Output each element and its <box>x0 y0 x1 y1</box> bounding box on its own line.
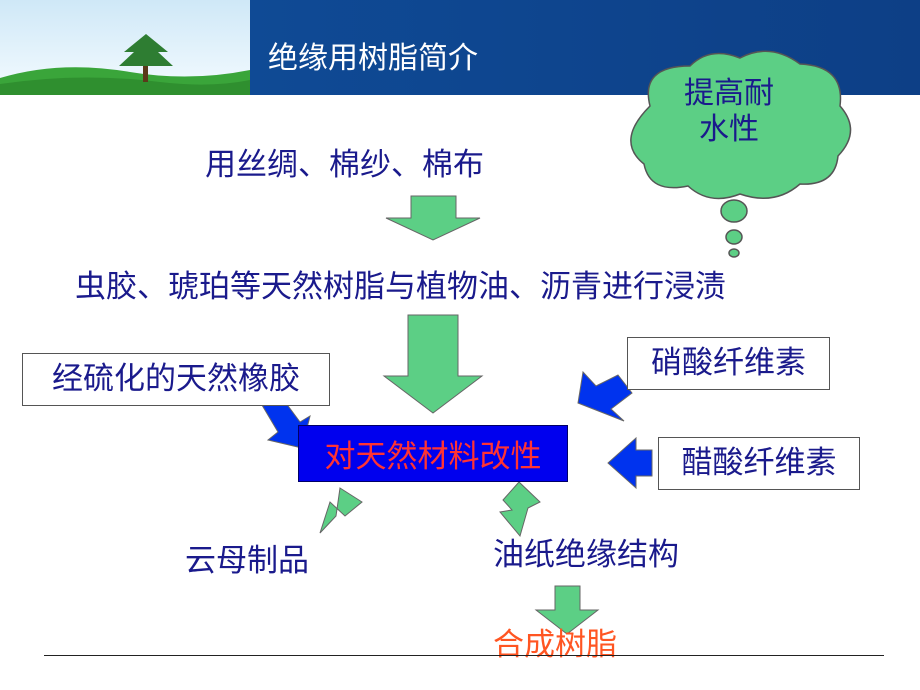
box-vulcanized-rubber: 经硫化的天然橡胶 <box>22 353 330 406</box>
header-banner <box>0 0 920 95</box>
arrow-from-nitro <box>577 370 633 422</box>
tree-icon <box>119 34 173 82</box>
step2-text: 虫胶、琥珀等天然树脂与植物油、沥青进行浸渍 <box>75 269 726 305</box>
arrow-from-acetate <box>607 436 653 490</box>
cloud-text: 提高耐 水性 <box>664 76 794 148</box>
synthetic-resin-text: 合成树脂 <box>493 627 617 663</box>
down-arrow-1 <box>385 195 481 241</box>
box-nitrocellulose: 硝酸纤维素 <box>627 337 830 390</box>
mica-text: 云母制品 <box>185 543 309 579</box>
box-cellulose-acetate: 醋酸纤维素 <box>658 437 860 490</box>
down-arrow-2 <box>382 314 484 414</box>
arrow-to-oilpaper <box>499 481 541 538</box>
arrow-to-mica <box>319 487 363 534</box>
oilpaper-text: 油纸绝缘结构 <box>493 537 679 573</box>
page-title: 绝缘用树脂简介 <box>268 41 478 76</box>
cloud-icon <box>630 50 852 258</box>
cloud-line-1: 提高耐 <box>684 76 774 111</box>
footer-rule <box>44 655 884 656</box>
step1-text: 用丝绸、棉纱、棉布 <box>205 147 484 183</box>
center-box: 对天然材料改性 <box>298 425 568 482</box>
cloud-line-2: 水性 <box>699 112 759 147</box>
